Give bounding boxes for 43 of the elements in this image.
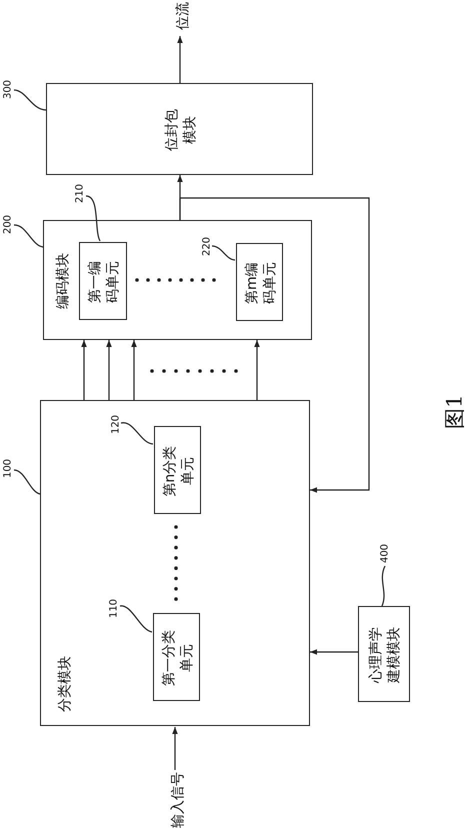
unit-label: 第m编码单元 [242,261,279,306]
unit-box [236,243,283,321]
leader-line [14,469,40,495]
arrow [177,36,183,83]
module-box [40,400,310,726]
leader-line [14,224,44,248]
arrow [106,340,112,400]
leader-line [14,89,46,111]
module-box [43,220,312,340]
unit-label: 第一编码单元 [86,260,122,305]
callout-number: 400 [378,542,392,565]
arrow [172,727,178,770]
callout-number: 210 [74,182,86,205]
arrow [179,197,370,493]
unit-box [79,242,127,320]
output-label: 位流 [174,1,192,32]
module-box [46,83,313,175]
module-box [358,606,410,702]
leader-line [381,566,386,606]
unit-box [154,426,201,514]
callout-number: 200 [2,213,14,236]
callout-number: 120 [110,413,122,436]
callout-number: 110 [108,597,120,620]
arrow [310,649,358,655]
leader-line [212,245,236,261]
unit-label: 心理声学建模模块 [366,626,403,686]
leader-line [120,605,152,633]
arrow [81,340,87,400]
unit-label: 第一分类单元 [160,629,196,688]
callout-number: 300 [2,78,14,101]
callout-number: 220 [200,235,214,258]
leader-line [120,422,154,445]
leader-line [86,195,101,242]
arrow [131,340,137,400]
callout-number: 100 [2,457,14,480]
unit-label: 第n分类单元 [160,444,197,498]
module-title: 分类模块 [56,655,74,714]
module-title: 编码模块 [54,252,72,311]
input-label: 输入信号 [168,771,187,830]
figure-label: 图1 [441,394,468,432]
unit-box [153,613,200,701]
arrow [254,340,260,400]
unit-label: 位封包模块 [162,108,199,153]
